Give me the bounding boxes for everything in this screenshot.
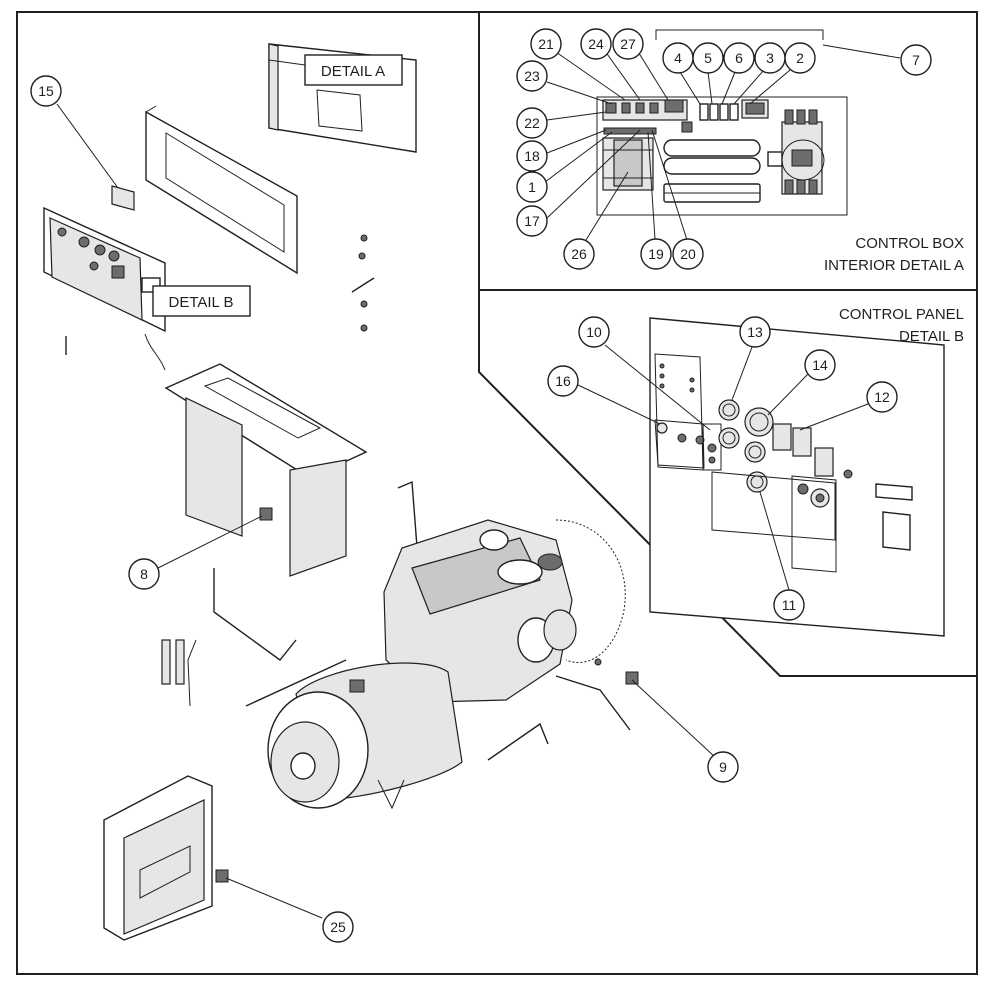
callout-24: 24: [580, 28, 612, 60]
control-box-panel-frame: [145, 105, 298, 275]
detail-a-label-box: [304, 54, 403, 86]
svg-text:16: 16: [555, 373, 571, 389]
fuse-block-15: [111, 185, 135, 211]
callout-6: 6: [723, 42, 755, 74]
svg-text:9: 9: [719, 759, 727, 775]
outer-frame: [16, 11, 978, 975]
svg-text:1: 1: [528, 179, 536, 195]
control-panel-title-line2: DETAIL B: [899, 328, 964, 345]
svg-text:6: 6: [735, 50, 743, 66]
control-panel-detail-frame: [478, 290, 977, 677]
callout-5: 5: [692, 42, 724, 74]
svg-text:22: 22: [524, 115, 540, 131]
svg-text:5: 5: [704, 50, 712, 66]
callout-10: 10: [578, 316, 610, 348]
mounting-rails: [487, 675, 631, 761]
control-panel-drawing: [649, 317, 945, 637]
callout-1: 1: [516, 171, 548, 203]
detail-b-label: DETAIL B: [168, 294, 233, 311]
leader-25: [225, 877, 323, 919]
control-box-interior-drawing: [596, 96, 848, 216]
callout-3: 3: [754, 42, 786, 74]
fitting-9: [594, 658, 639, 685]
leader-15: [56, 103, 119, 189]
callout-7: 7: [900, 44, 932, 76]
svg-text:23: 23: [524, 68, 540, 84]
svg-text:7: 7: [912, 52, 920, 68]
svg-text:4: 4: [674, 50, 682, 66]
callout-17: 17: [516, 205, 548, 237]
detail-b-label-box: [152, 285, 251, 317]
svg-text:3: 3: [766, 50, 774, 66]
callout-25: 25: [322, 911, 354, 943]
svg-text:15: 15: [38, 83, 54, 99]
svg-text:25: 25: [330, 919, 346, 935]
svg-text:11: 11: [782, 597, 797, 613]
callout-26: 26: [563, 238, 595, 270]
callout-8: 8: [128, 558, 160, 590]
callout-20: 20: [672, 238, 704, 270]
leader-9: [631, 679, 717, 759]
callout-16: 16: [547, 365, 579, 397]
svg-text:18: 18: [524, 148, 540, 164]
svg-text:24: 24: [588, 36, 604, 52]
callout-15: 15: [30, 75, 62, 107]
svg-text:13: 13: [747, 324, 763, 340]
svg-text:14: 14: [812, 357, 828, 373]
bracket-callout-7: [655, 29, 824, 40]
callout-12: 12: [866, 381, 898, 413]
callout-9: 9: [707, 751, 739, 783]
engine-assembly: [383, 519, 626, 703]
control-box-leaders: [544, 49, 791, 241]
battery-box: [103, 775, 229, 941]
callout-11: 11: [773, 589, 805, 621]
callout-4: 4: [662, 42, 694, 74]
callout-18: 18: [516, 140, 548, 172]
detail-a-label: DETAIL A: [321, 63, 385, 80]
svg-text:19: 19: [648, 246, 664, 262]
svg-text:17: 17: [524, 213, 540, 229]
control-box-title-line2: INTERIOR DETAIL A: [824, 257, 964, 274]
svg-text:12: 12: [874, 389, 890, 405]
svg-text:10: 10: [586, 324, 602, 340]
callout-14: 14: [804, 349, 836, 381]
generator-end: [267, 662, 463, 810]
callout-27: 27: [612, 28, 644, 60]
callout-22: 22: [516, 107, 548, 139]
svg-text:2: 2: [796, 50, 804, 66]
callout-23: 23: [516, 60, 548, 92]
bracket-wires: [161, 480, 419, 707]
svg-text:21: 21: [538, 36, 554, 52]
callout-13: 13: [739, 316, 771, 348]
svg-text:26: 26: [571, 246, 587, 262]
callout-2: 2: [784, 42, 816, 74]
callout-21: 21: [530, 28, 562, 60]
fitting-8: [259, 507, 273, 521]
control-box-base: [164, 363, 368, 577]
small-hardware: [351, 234, 375, 332]
svg-text:8: 8: [140, 566, 148, 582]
control-panel-assembly: [43, 206, 166, 371]
control-panel-title-line1: CONTROL PANEL: [839, 306, 964, 323]
control-box-title-line1: CONTROL BOX: [855, 235, 964, 252]
control-panel-leaders: [577, 344, 869, 591]
callout-19: 19: [640, 238, 672, 270]
svg-text:20: 20: [680, 246, 696, 262]
leader-8: [157, 515, 263, 569]
svg-text:27: 27: [620, 36, 636, 52]
